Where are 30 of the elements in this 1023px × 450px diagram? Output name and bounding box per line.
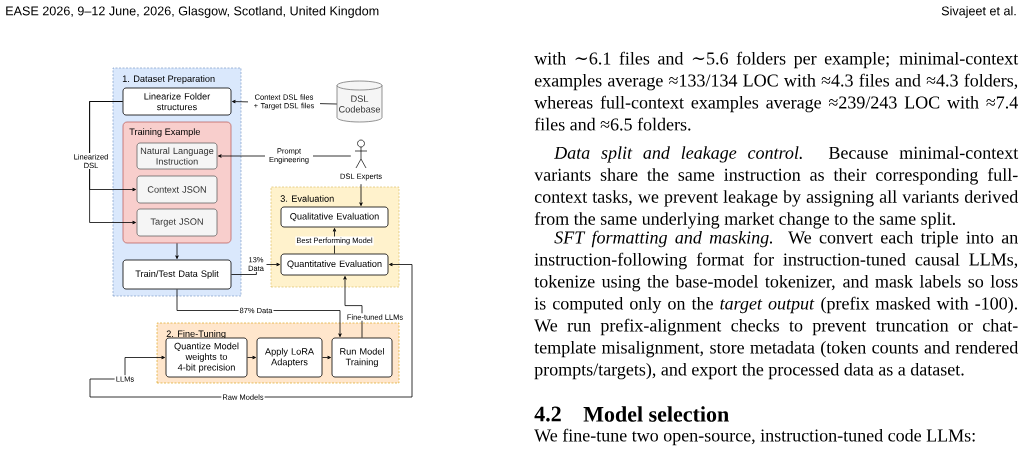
process-box: Apply LoRA Adapters xyxy=(256,337,323,378)
header-text: EASE 2026, 9–12 June, 2026, Glasgow, Scotland, United Kingdom xyxy=(6,6,379,18)
database-cylinder: DSL Codebase xyxy=(336,80,383,123)
body-paragraph: with ∼6.1 files and ∼5.6 folders per example; minimal-context examples average ≈133/134 LOC with ≈4.3 files and ≈4.3 folders, whereas full-context examples average ≈239/243 LOC with ≈7.4 files and ≈6.5 folders. xyxy=(534,51,1019,131)
process-box: Qualitative Evaluation xyxy=(280,206,389,228)
arrow xyxy=(89,262,413,398)
process-box: Train/Test Data Split xyxy=(122,259,232,290)
arrow xyxy=(359,183,363,207)
arrow xyxy=(343,276,363,338)
body-paragraph: SFT formatting and masking. We convert each triple into an instruction-following format for instruction-tuned causal LLMs, tokenize using the base-model tokenizer, and mask labels so loss is computed only on the target output (prefix masked with -100). We run prefix-alignment checks to prevent truncation or chat-template misalignment, store metadata (token counts and rendered prompts/targets), and export the processed data as a dataset. xyxy=(534,230,1019,380)
section-heading: 4.2 xyxy=(534,406,561,422)
data-box: Target JSON xyxy=(136,208,218,237)
arrow xyxy=(89,101,137,225)
arrow xyxy=(231,262,281,275)
data-box: Natural Language Instruction xyxy=(136,142,218,170)
arrow xyxy=(175,242,179,260)
body-paragraph: We fine-tune two open-source, instruction-tuned code LLMs: xyxy=(534,428,975,446)
process-box: Quantize Model weights to 4-bit precision xyxy=(165,337,248,378)
process-box: Quantitative Evaluation xyxy=(280,253,389,276)
process-box: Run Model Training xyxy=(331,337,393,378)
arrow xyxy=(322,355,332,360)
section-heading: Model selection xyxy=(583,406,729,422)
data-box: Context JSON xyxy=(136,175,218,204)
body-paragraph: Data split and leakage control. Because minimal-context variants share the same instruction as their corresponding full-context tasks, we prevent leakage by assigning all variants derived from the same underlying market change to the same split. xyxy=(534,146,1019,229)
arrow xyxy=(247,355,257,360)
person-figure xyxy=(354,139,368,169)
process-box: Linearize Folder structures xyxy=(122,87,232,116)
arrow xyxy=(332,228,337,254)
header-text: Sivajeet et al. xyxy=(941,6,1016,18)
arrow xyxy=(124,355,166,376)
